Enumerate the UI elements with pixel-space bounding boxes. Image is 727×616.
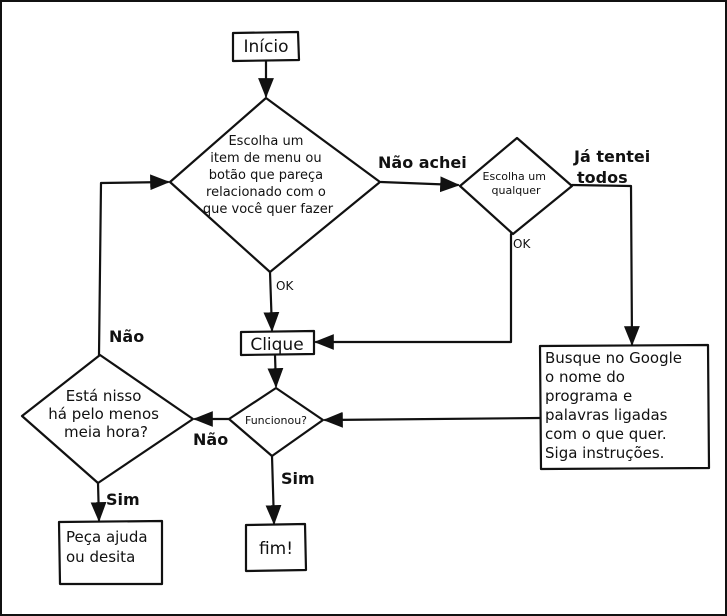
decision-choose-menu: Escolha um item de menu ou botão que par… bbox=[168, 96, 382, 274]
end-label: fim! bbox=[259, 539, 293, 559]
decision-any-line: qualquer bbox=[492, 184, 541, 197]
decision-choose-line: relacionado com o bbox=[206, 185, 326, 200]
decision-choose-any: Escolha um qualquer bbox=[458, 136, 574, 236]
decision-halfhour-line: Está nisso bbox=[66, 387, 142, 405]
help-box-line: Peça ajuda bbox=[66, 528, 148, 546]
edge-label-no-halfhour: Não bbox=[109, 327, 144, 346]
decision-worked-label: Funcionou? bbox=[245, 414, 307, 427]
edge-tried-all bbox=[570, 183, 640, 346]
google-box-line: o nome do bbox=[545, 368, 625, 386]
google-box-line: programa e bbox=[545, 387, 632, 405]
decision-any-text: Escolha um qualquer bbox=[483, 170, 550, 197]
edge-notfound bbox=[379, 176, 460, 193]
start-node: Início bbox=[231, 30, 301, 63]
google-box-line: Busque no Google bbox=[545, 349, 682, 367]
decision-halfhour-line: há pelo menos bbox=[48, 405, 159, 423]
click-node: Clique bbox=[239, 329, 316, 357]
click-label: Clique bbox=[250, 335, 303, 355]
edge-ok-any bbox=[314, 232, 513, 350]
decision-worked: Funcionou? bbox=[227, 386, 325, 458]
edge-google-to-worked bbox=[323, 411, 542, 428]
edge-label-tried-all-2: todos bbox=[577, 168, 628, 187]
decision-choose-line: que você quer fazer bbox=[203, 202, 334, 217]
google-box-line: Siga instruções. bbox=[545, 444, 664, 462]
decision-choose-text: Escolha um item de menu ou botão que par… bbox=[203, 134, 334, 217]
start-label: Início bbox=[244, 37, 289, 57]
help-box-line: ou desita bbox=[66, 548, 135, 566]
google-box-text: Busque no Google o nome do programa e pa… bbox=[545, 349, 687, 462]
decision-choose-line: botão que pareça bbox=[209, 168, 323, 183]
decision-choose-line: Escolha um bbox=[228, 134, 303, 149]
edge-click-to-worked bbox=[267, 353, 284, 388]
edge-worked-yes bbox=[265, 454, 282, 525]
edge-label-tried-all: Já tentei bbox=[573, 147, 650, 166]
end-node: fim! bbox=[244, 522, 308, 573]
help-box-text: Peça ajuda ou desita bbox=[66, 528, 152, 566]
decision-halfhour: Está nisso há pelo menos meia hora? bbox=[20, 353, 195, 485]
edge-ok-main bbox=[263, 270, 280, 332]
edge-halfhour-yes bbox=[90, 481, 107, 522]
edge-label-yes-worked: Sim bbox=[281, 469, 315, 488]
help-box: Peça ajuda ou desita bbox=[57, 519, 164, 586]
decision-halfhour-line: meia hora? bbox=[64, 423, 148, 441]
edge-halfhour-no bbox=[97, 174, 170, 357]
edge-label-ok-main: OK bbox=[276, 279, 294, 293]
edge-label-yes-halfhour: Sim bbox=[106, 490, 140, 509]
decision-halfhour-text: Está nisso há pelo menos meia hora? bbox=[48, 387, 163, 441]
google-box-line: com o que quer. bbox=[545, 425, 667, 443]
decision-choose-line: item de menu ou bbox=[210, 151, 321, 166]
edge-label-not-found: Não achei bbox=[378, 153, 467, 172]
edge-label-ok-any: OK bbox=[513, 237, 531, 251]
edge-label-no-worked: Não bbox=[193, 430, 228, 449]
google-search-box: Busque no Google o nome do programa e pa… bbox=[538, 343, 711, 471]
decision-any-line: Escolha um bbox=[483, 170, 546, 183]
google-box-line: palavras ligadas bbox=[545, 406, 668, 424]
